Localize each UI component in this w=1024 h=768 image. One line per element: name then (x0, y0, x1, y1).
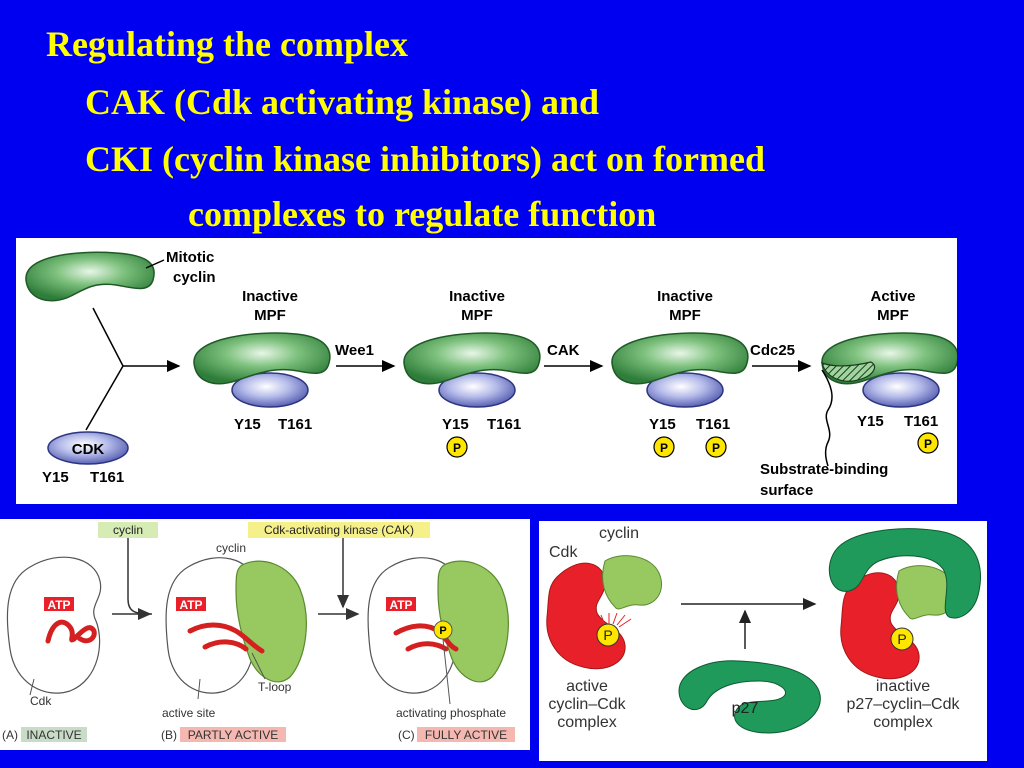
svg-text:Inactive: Inactive (242, 288, 298, 305)
substrate-binding-label: Substrate-binding (760, 461, 888, 478)
svg-text:MPF: MPF (877, 307, 909, 324)
svg-text:MPF: MPF (254, 307, 286, 324)
cdk-shape (47, 431, 129, 465)
svg-text:Cdk: Cdk (30, 694, 52, 708)
svg-text:P: P (439, 625, 446, 637)
stage-4-header: Active MPF (870, 288, 915, 324)
stage-4-complex: Y15 T161 P (821, 332, 957, 467)
svg-text:P: P (603, 627, 612, 643)
svg-text:cyclin–Cdk: cyclin–Cdk (548, 696, 626, 713)
svg-text:Y15: Y15 (442, 416, 469, 433)
mitotic-cyclin-shape (25, 251, 155, 302)
svg-text:(B): (B) (161, 728, 177, 742)
mpf-activation-diagram: Mitotic cyclin CDK Y15 T161 Inactive MPF… (16, 238, 957, 504)
arrow-wee1-label: Wee1 (335, 342, 374, 359)
svg-text:P: P (897, 631, 906, 647)
svg-text:T-loop: T-loop (258, 680, 292, 694)
svg-text:Y15: Y15 (234, 416, 261, 433)
svg-text:P: P (712, 441, 720, 455)
svg-text:complex: complex (557, 714, 617, 731)
svg-text:PARTLY ACTIVE: PARTLY ACTIVE (188, 728, 278, 742)
svg-text:Cdk-activating kinase (CAK): Cdk-activating kinase (CAK) (264, 523, 414, 537)
mpf-activation-svg: Mitotic cyclin CDK Y15 T161 Inactive MPF… (25, 249, 957, 499)
svg-text:T161: T161 (487, 416, 521, 433)
mitotic-cyclin-label: Mitotic (166, 249, 214, 266)
stage-1-header: Inactive MPF (242, 288, 298, 324)
surface-label: surface (760, 482, 813, 499)
panel-c-complex: ATP P activating phosphate (367, 557, 509, 720)
caption-c-state-bg (417, 727, 515, 742)
cak-activation-diagram: cyclin Cdk-activating kinase (CAK) ATP C… (0, 519, 530, 750)
svg-text:Y15: Y15 (857, 413, 884, 430)
svg-text:ATP: ATP (179, 598, 202, 612)
svg-text:FULLY ACTIVE: FULLY ACTIVE (425, 728, 507, 742)
p27-inhibition-diagram: P Cdk cyclin active cyclin–Cdk complex p… (539, 521, 987, 761)
caption-b-state-bg (180, 727, 286, 742)
svg-text:p27: p27 (732, 700, 759, 717)
p27-shape: p27 (678, 660, 821, 734)
svg-text:Active: Active (870, 288, 915, 305)
svg-text:T161: T161 (696, 416, 730, 433)
panel-b-complex: cyclin ATP T-loop active site (162, 541, 307, 720)
arrow-cak-label: CAK (547, 342, 580, 359)
inactive-complex: P inactive p27–cyclin–Cdk complex (828, 528, 981, 731)
svg-text:complex: complex (873, 714, 933, 731)
svg-text:T161: T161 (278, 416, 312, 433)
title-line-2: CAK (Cdk activating kinase) and (85, 82, 600, 122)
cdk-t161: T161 (90, 469, 124, 486)
mitotic-cyclin-label-2: cyclin (173, 269, 216, 286)
svg-text:INACTIVE: INACTIVE (26, 728, 81, 742)
cak-activation-svg: cyclin Cdk-activating kinase (CAK) ATP C… (2, 522, 515, 742)
cyclin-tag (98, 522, 158, 538)
svg-text:inactive: inactive (876, 678, 930, 695)
p27-inhibition-svg: P Cdk cyclin active cyclin–Cdk complex p… (546, 525, 981, 734)
svg-text:cyclin: cyclin (216, 541, 246, 555)
panel-a-cdk: ATP Cdk (6, 556, 102, 708)
svg-text:Inactive: Inactive (449, 288, 505, 305)
svg-text:cyclin: cyclin (113, 523, 143, 537)
cak-tag (248, 522, 430, 538)
stage-2-header: Inactive MPF (449, 288, 505, 324)
svg-text:active site: active site (162, 706, 216, 720)
caption-a-state-bg (21, 727, 87, 742)
stage-1-complex: Y15 T161 (193, 332, 331, 433)
stage-2-complex: Y15 T161 P (403, 332, 541, 458)
title-line-1: Regulating the complex (46, 24, 408, 64)
arrow-cdc25-label: Cdc25 (750, 342, 795, 359)
svg-text:Cdk: Cdk (549, 544, 578, 561)
svg-text:cyclin: cyclin (599, 525, 639, 542)
caption-a-prefix: (A) (2, 728, 18, 742)
svg-text:p27–cyclin–Cdk: p27–cyclin–Cdk (847, 696, 961, 713)
svg-text:Inactive: Inactive (657, 288, 713, 305)
svg-text:P: P (924, 437, 932, 451)
svg-text:P: P (453, 441, 461, 455)
svg-text:ATP: ATP (389, 598, 412, 612)
svg-text:ATP: ATP (47, 598, 70, 612)
svg-text:activating phosphate: activating phosphate (396, 706, 506, 720)
cdk-y15: Y15 (42, 469, 69, 486)
svg-text:Y15: Y15 (649, 416, 676, 433)
stage-3-header: Inactive MPF (657, 288, 713, 324)
title-line-4: complexes to regulate function (188, 194, 657, 234)
svg-text:MPF: MPF (669, 307, 701, 324)
svg-text:P: P (660, 441, 668, 455)
stage-3-complex: Y15 T161 P P (611, 332, 749, 458)
cdk-label: CDK (72, 441, 105, 458)
svg-text:(C): (C) (398, 728, 415, 742)
svg-text:MPF: MPF (461, 307, 493, 324)
svg-text:active: active (566, 678, 608, 695)
title-line-3: CKI (cyclin kinase inhibitors) act on fo… (85, 139, 765, 179)
active-complex: P Cdk cyclin active cyclin–Cdk complex (546, 525, 662, 731)
svg-text:T161: T161 (904, 413, 938, 430)
